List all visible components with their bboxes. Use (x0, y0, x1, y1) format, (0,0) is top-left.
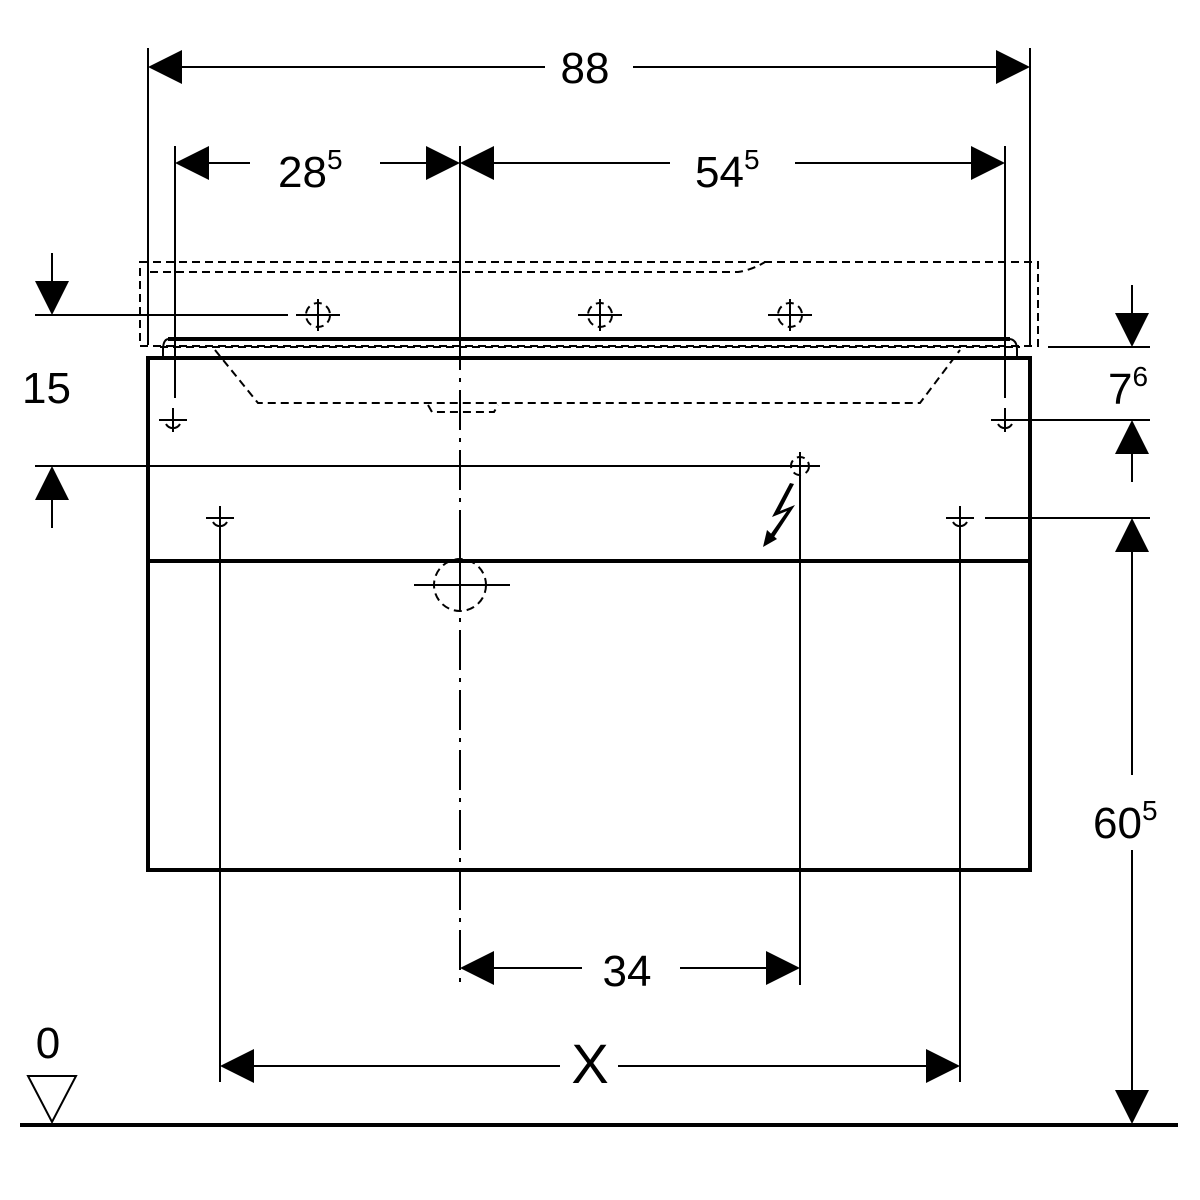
label-60-5: 605 (1093, 795, 1158, 848)
dim-34 (460, 951, 800, 985)
dim-60-5 (985, 517, 1150, 1124)
label-28: 28 (278, 148, 327, 197)
label-60-sup: 5 (1142, 795, 1158, 826)
label-0: 0 (36, 1019, 60, 1068)
label-28-5: 285 (278, 144, 343, 197)
label-54-sup: 5 (744, 144, 760, 175)
label-15: 15 (22, 364, 71, 413)
mounting-hole-icon (296, 299, 812, 331)
dim-88 (148, 50, 1030, 84)
label-7: 7 (1108, 365, 1132, 414)
label-54-5: 545 (695, 144, 760, 197)
label-7-6: 76 (1108, 361, 1148, 414)
label-60: 60 (1093, 799, 1142, 848)
electrical-outlet-icon (763, 483, 795, 547)
label-28-sup: 5 (327, 144, 343, 175)
extension-lines (147, 48, 1031, 1082)
label-7-sup: 6 (1132, 361, 1148, 392)
dim-54-5 (460, 146, 1005, 180)
dim-15 (35, 253, 782, 528)
small-crosshairs (159, 408, 1019, 530)
label-x: X (571, 1032, 608, 1095)
label-88: 88 (561, 44, 610, 93)
dim-x (220, 1049, 960, 1083)
dim-7-6 (1018, 285, 1150, 482)
washbasin (160, 337, 1020, 413)
vanity-cabinet (146, 356, 1032, 872)
label-34: 34 (603, 947, 652, 996)
countertop-outline (139, 261, 1039, 347)
dim-28-5 (175, 146, 460, 180)
label-54: 54 (695, 148, 744, 197)
drain-icon (414, 550, 510, 612)
floor-level-triangle-icon (26, 1075, 78, 1125)
